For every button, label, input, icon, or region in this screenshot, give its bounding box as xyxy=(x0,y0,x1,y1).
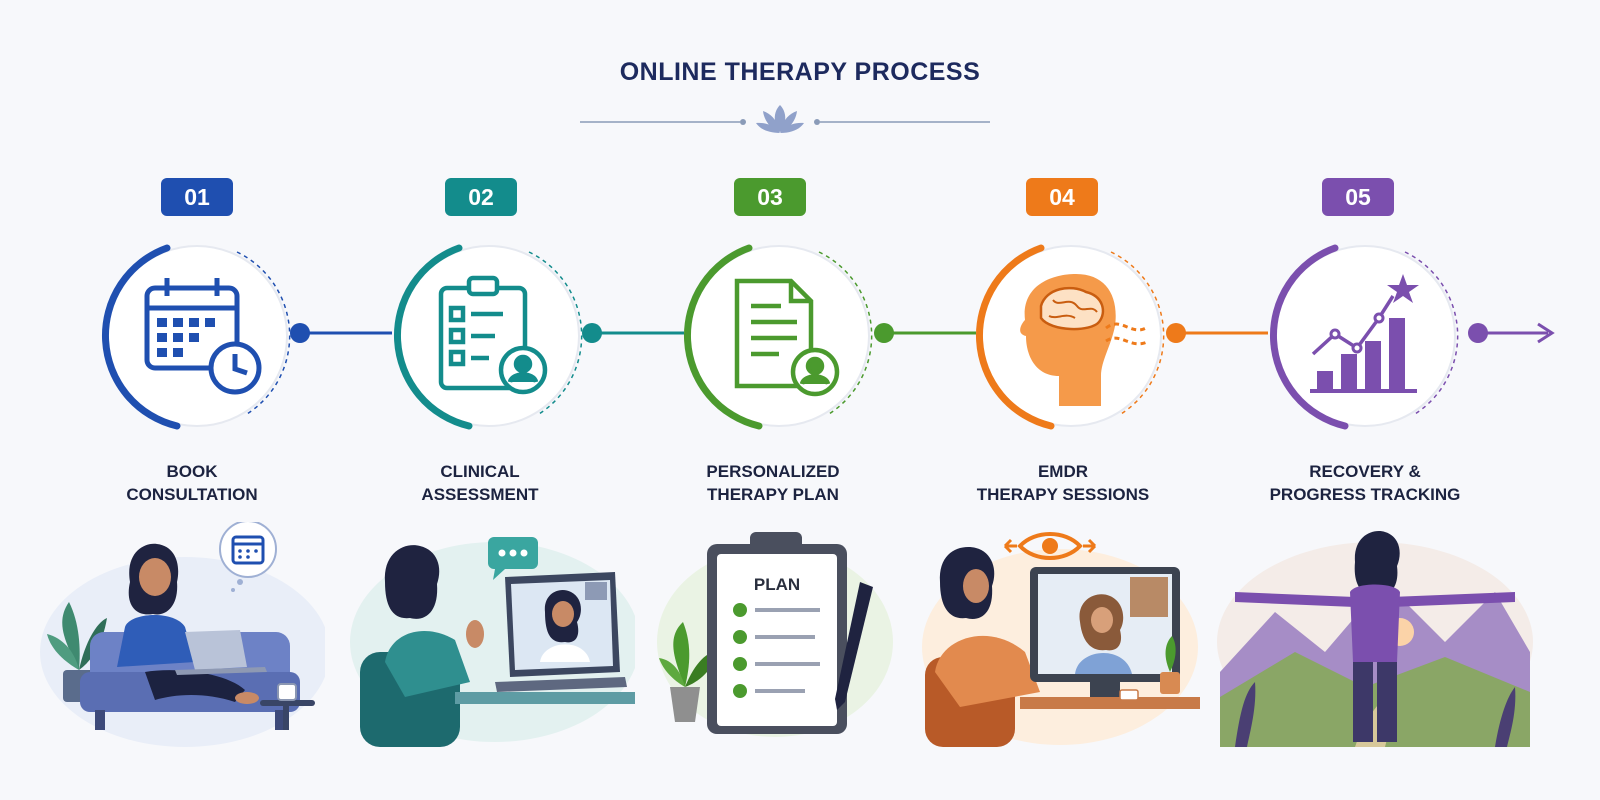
scene-clinical-assessment xyxy=(350,537,635,747)
document-user-icon xyxy=(734,278,840,397)
plan-text: PLAN xyxy=(754,575,800,594)
scene-emdr-session xyxy=(922,532,1200,747)
monitor-screen xyxy=(1030,567,1180,697)
eye-icon xyxy=(1003,532,1097,560)
step-1-icon-circle xyxy=(102,244,291,430)
plant-icon xyxy=(1160,636,1180,694)
woman-figure xyxy=(117,543,259,704)
coffee-table xyxy=(260,683,315,730)
timeline-connectors xyxy=(290,322,1555,344)
brain-head-icon xyxy=(1020,274,1150,406)
calendar-clock-icon xyxy=(144,278,262,395)
step-number-badge: 04 xyxy=(1026,178,1098,216)
lotus-divider xyxy=(580,105,990,133)
calendar-bubble-icon xyxy=(219,522,277,592)
lotus-icon xyxy=(756,105,804,133)
woman-figure xyxy=(935,547,1040,707)
step-4-icon-circle xyxy=(976,244,1165,430)
laptop-icon xyxy=(175,630,267,675)
scene-book-consultation xyxy=(40,522,325,747)
arrow-right-icon xyxy=(1468,322,1555,344)
laptop-screen xyxy=(495,572,627,692)
plant-icon xyxy=(659,622,719,722)
chat-bubble-icon xyxy=(488,537,538,580)
woman-figure xyxy=(384,545,484,697)
scene-therapy-plan: PLAN xyxy=(657,532,893,737)
step-2-icon-circle xyxy=(394,244,583,430)
woman-figure xyxy=(1235,531,1515,742)
step-number-badge: 03 xyxy=(734,178,806,216)
page-title: ONLINE THERAPY PROCESS xyxy=(619,58,981,86)
clipboard-checklist-icon xyxy=(438,275,548,395)
step-label: RECOVERY &PROGRESS TRACKING xyxy=(1269,462,1461,504)
growth-chart-star-icon xyxy=(1310,274,1419,393)
step-5-icon-circle xyxy=(1270,244,1459,430)
step-number-badge: 05 xyxy=(1322,178,1394,216)
step-number-badge: 02 xyxy=(445,178,517,216)
step-3-icon-circle xyxy=(684,244,873,430)
clipboard-icon: PLAN xyxy=(707,532,847,734)
scene-recovery-tracking xyxy=(1217,531,1533,747)
step-number-badge: 01 xyxy=(161,178,233,216)
pen-icon xyxy=(835,582,873,710)
